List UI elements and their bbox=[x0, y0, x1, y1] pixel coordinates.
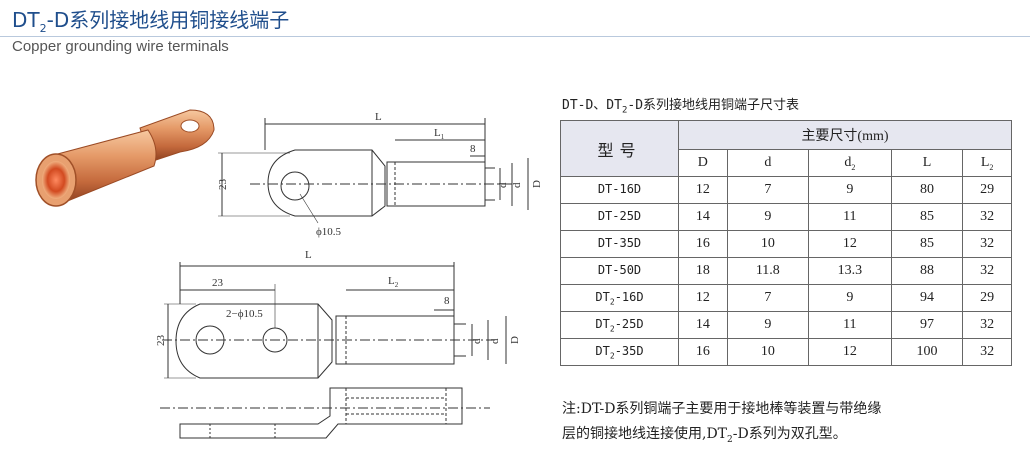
bottom-dim-L: L bbox=[305, 249, 312, 261]
top-dim-L: L bbox=[375, 111, 382, 123]
cell-d: 9 bbox=[726, 203, 809, 231]
cell-L: 85 bbox=[890, 230, 964, 258]
cell-d: 7 bbox=[726, 284, 809, 312]
dimension-table: 型号 主要尺寸(mm) D d d2 L L2 DT-16D 12 7 9 80… bbox=[560, 120, 1012, 366]
cell-D: 16 bbox=[678, 230, 728, 258]
cell-d: 7 bbox=[726, 176, 809, 204]
bottom-dim-23-height: 23 bbox=[155, 335, 167, 347]
table-header-row: 型号 主要尺寸(mm) bbox=[560, 120, 1012, 177]
page-subtitle: Copper grounding wire terminals bbox=[12, 38, 229, 55]
usage-note: 注:DT-D系列铜端子主要用于接地棒等装置与带绝缘 层的铜接地线连接使用,DT2… bbox=[562, 397, 1012, 453]
table-row: DT-16D 12 7 9 80 29 bbox=[560, 176, 1012, 204]
top-dim-23: 23 bbox=[217, 179, 229, 191]
cell-D: 14 bbox=[678, 203, 728, 231]
bottom-dim-d: d bbox=[471, 338, 483, 344]
header-d1: d2 bbox=[807, 149, 892, 177]
row-model: DT2-35D bbox=[560, 338, 679, 366]
table-row: DT-50D 18 11.8 13.3 88 32 bbox=[560, 257, 1012, 285]
top-dim-D: D bbox=[531, 180, 543, 188]
bottom-dim-holes: 2−ϕ10.5 bbox=[226, 308, 263, 320]
cell-D: 12 bbox=[678, 176, 728, 204]
cell-D: 14 bbox=[678, 311, 728, 339]
top-dim-d1: d bbox=[511, 182, 523, 188]
header-L: L bbox=[890, 149, 964, 177]
cell-L1: 32 bbox=[962, 338, 1012, 366]
row-model: DT-25D bbox=[560, 203, 679, 231]
cell-L: 88 bbox=[890, 257, 964, 285]
cell-D: 18 bbox=[678, 257, 728, 285]
cell-d: 10 bbox=[726, 338, 809, 366]
cell-L: 80 bbox=[890, 176, 964, 204]
top-dim-L1: L1 bbox=[434, 127, 445, 141]
row-model: DT-35D bbox=[560, 230, 679, 258]
cell-L1: 32 bbox=[962, 257, 1012, 285]
cell-D: 16 bbox=[678, 338, 728, 366]
cell-d: 10 bbox=[726, 230, 809, 258]
cell-d1: 13.3 bbox=[807, 257, 892, 285]
header-model: 型号 bbox=[560, 120, 679, 177]
row-model: DT2-16D bbox=[560, 284, 679, 312]
cell-L1: 29 bbox=[962, 176, 1012, 204]
page-title: DT2-D系列接地线用铜接线端子 bbox=[12, 8, 290, 35]
bottom-dim-23-width: 23 bbox=[212, 277, 224, 289]
note-line-2: 层的铜接地线连接使用,DT2-D系列为双孔型。 bbox=[562, 426, 847, 445]
cell-d1: 9 bbox=[807, 176, 892, 204]
cell-L1: 32 bbox=[962, 311, 1012, 339]
note-line-1: 注:DT-D系列铜端子主要用于接地棒等装置与带绝缘 bbox=[562, 401, 882, 417]
cell-L: 85 bbox=[890, 203, 964, 231]
cell-L: 100 bbox=[890, 338, 964, 366]
table-row: DT2-16D 12 7 9 94 29 bbox=[560, 284, 1012, 312]
top-dim-hole: ϕ10.5 bbox=[316, 226, 342, 238]
cell-d: 11.8 bbox=[726, 257, 809, 285]
cell-L: 94 bbox=[890, 284, 964, 312]
top-dim-8: 8 bbox=[470, 143, 476, 155]
cell-L1: 32 bbox=[962, 230, 1012, 258]
cell-L1: 32 bbox=[962, 203, 1012, 231]
table-row: DT-25D 14 9 11 85 32 bbox=[560, 203, 1012, 231]
table-row: DT-35D 16 10 12 85 32 bbox=[560, 230, 1012, 258]
bottom-dim-D: D bbox=[509, 336, 521, 344]
row-model: DT-16D bbox=[560, 176, 679, 204]
header-L1: L2 bbox=[962, 149, 1012, 177]
cell-d: 9 bbox=[726, 311, 809, 339]
bottom-dim-L1: L2 bbox=[388, 275, 399, 289]
copper-terminal-photo bbox=[35, 109, 215, 207]
bottom-dim-8: 8 bbox=[444, 295, 450, 307]
header-main-dimensions: 主要尺寸(mm) bbox=[678, 120, 1012, 150]
cell-D: 12 bbox=[678, 284, 728, 312]
top-dim-d: d bbox=[497, 182, 509, 188]
table-title: DT-D、DT2-D系列接地线用铜端子尺寸表 bbox=[562, 98, 800, 116]
cell-L: 97 bbox=[890, 311, 964, 339]
header-d: d bbox=[726, 149, 809, 177]
technical-drawing: L L1 8 23 d d D ϕ10.5 L 23 L2 8 2−ϕ10.5 … bbox=[155, 111, 543, 439]
title-divider bbox=[0, 36, 1030, 37]
cell-d1: 12 bbox=[807, 230, 892, 258]
cell-d1: 11 bbox=[807, 203, 892, 231]
bottom-dim-d1: d bbox=[489, 338, 501, 344]
table-row: DT2-35D 16 10 12 100 32 bbox=[560, 338, 1012, 366]
cell-d1: 11 bbox=[807, 311, 892, 339]
row-model: DT2-25D bbox=[560, 311, 679, 339]
header-D: D bbox=[678, 149, 728, 177]
row-model: DT-50D bbox=[560, 257, 679, 285]
table-row: DT2-25D 14 9 11 97 32 bbox=[560, 311, 1012, 339]
cell-L1: 29 bbox=[962, 284, 1012, 312]
cell-d1: 9 bbox=[807, 284, 892, 312]
cell-d1: 12 bbox=[807, 338, 892, 366]
